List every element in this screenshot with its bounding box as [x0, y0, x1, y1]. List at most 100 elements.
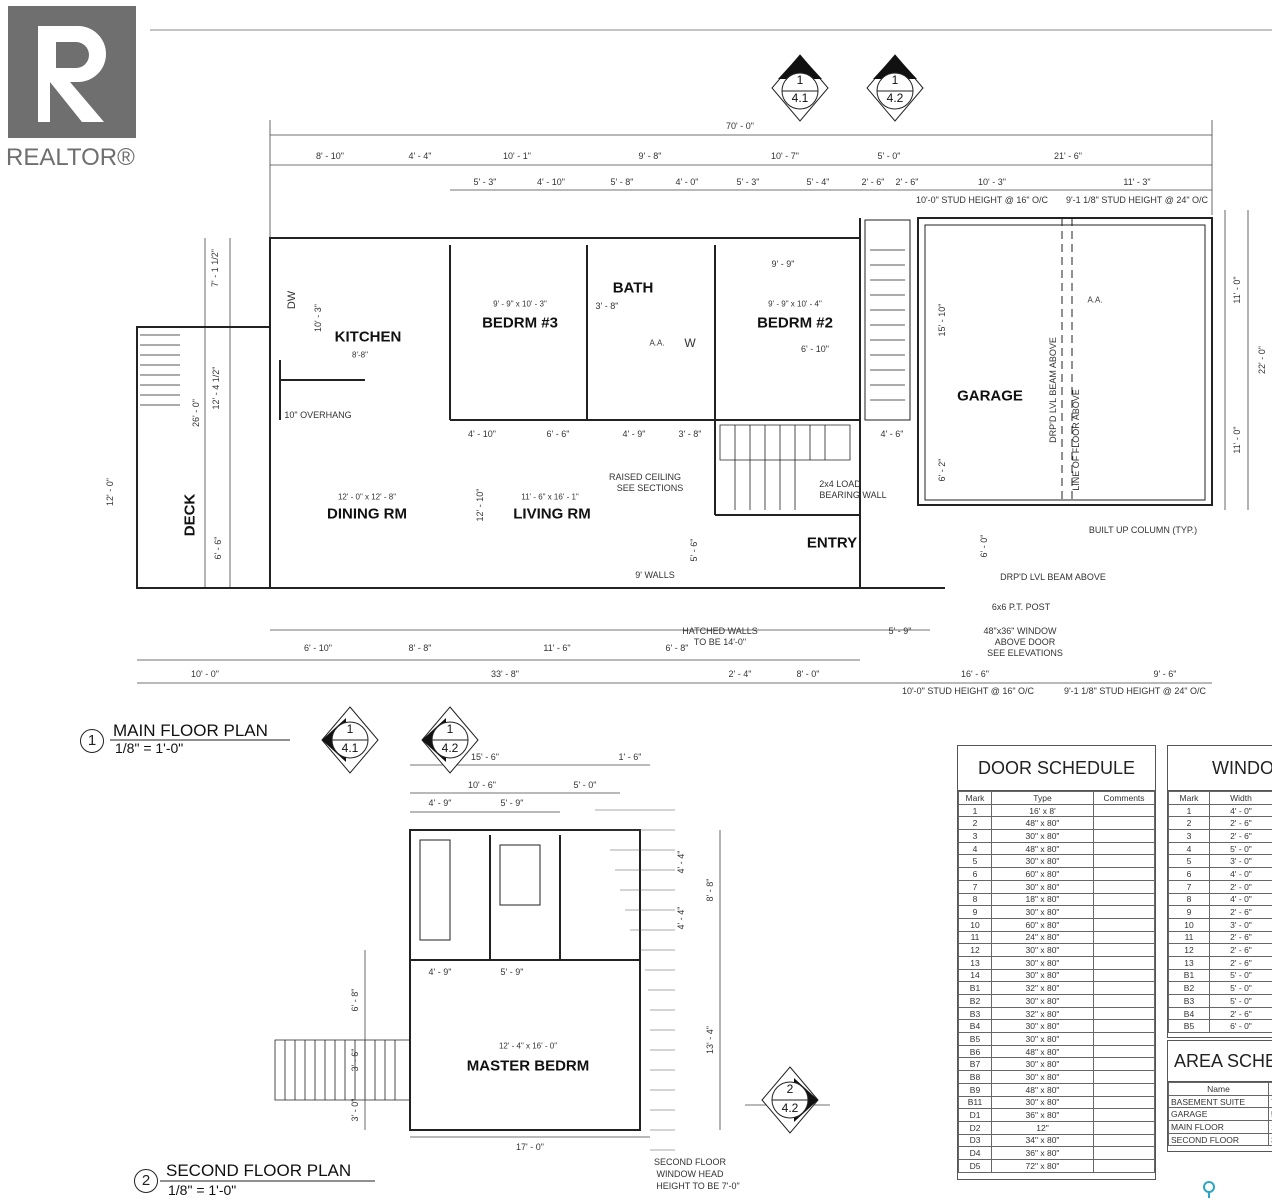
- schedules-right-clip: WINDOW SCHEDULE Mark Width 14' - 0"22' -…: [1160, 745, 1272, 1200]
- dim-bottom: 6' - 8": [665, 643, 689, 653]
- garage-beam-line: [1061, 218, 1073, 505]
- table-cell: B9: [958, 1082, 992, 1097]
- table-cell: B3: [1168, 994, 1210, 1008]
- dim-top: 5' - 3": [473, 177, 497, 187]
- dim-second: 4' - 9": [428, 798, 452, 808]
- master-dim: 12' - 4" x 16' - 0": [498, 1041, 558, 1051]
- table-cell: 48" x 80": [991, 1082, 1094, 1097]
- table-cell: 7: [958, 879, 992, 894]
- dim-second: 13' - 4": [705, 1026, 715, 1054]
- dim-top: 11' - 3": [1123, 177, 1151, 187]
- plan-number-2: 2: [134, 1169, 158, 1193]
- kitchen-dim: 8'-8": [352, 350, 368, 360]
- table-cell: 5' - 0": [1209, 994, 1272, 1008]
- room-bath: BATH: [612, 279, 654, 297]
- section-marker-second-1-4-2: 1 4.2: [420, 705, 480, 775]
- dim-bottom: 6' - 10": [304, 643, 332, 653]
- table-cell: 1: [958, 803, 992, 818]
- table-cell: 70: [1268, 1094, 1272, 1109]
- table-cell: [1093, 981, 1155, 995]
- table-cell: 1: [1168, 803, 1210, 818]
- table-cell: 5: [958, 854, 992, 869]
- table-cell: 18" x 80": [991, 892, 1094, 907]
- dim-interior: 4' - 9": [622, 429, 646, 439]
- table-cell: B8: [958, 1070, 992, 1084]
- main-plan-scale: 1/8" = 1'-0": [115, 740, 184, 756]
- table-cell: [1093, 917, 1155, 932]
- table-cell: 30" x 80": [991, 1032, 1094, 1046]
- table-cell: 4: [1168, 841, 1210, 856]
- table-cell: [1093, 1044, 1155, 1059]
- dim-bottom: 33' - 8": [491, 669, 519, 679]
- table-cell: [1093, 829, 1155, 843]
- table-cell: 30" x 80": [991, 1019, 1094, 1034]
- table-cell: 30" x 80": [991, 829, 1094, 843]
- table-cell: B2: [1168, 981, 1210, 995]
- table-cell: [1093, 867, 1155, 881]
- dim-bottom: 2' - 4": [728, 669, 752, 679]
- table-cell: 30" x 80": [991, 955, 1094, 970]
- table-cell: 24" x 80": [991, 930, 1094, 945]
- bedrm3-dim: 9' - 9" x 10' - 3": [493, 299, 547, 309]
- table-cell: 32" x 80": [991, 981, 1094, 995]
- table-cell: 3' - 0": [1209, 854, 1272, 869]
- table-row: GARAGE50: [1168, 1107, 1272, 1122]
- table-cell: 50: [1268, 1107, 1272, 1122]
- dim-second: 10' - 6": [468, 780, 496, 790]
- table-cell: 6' - 0": [1209, 1019, 1272, 1034]
- dim-interior: 3' - 8": [595, 301, 619, 311]
- col-header: Name: [1168, 1082, 1269, 1096]
- dim-bottom: 11' - 6": [543, 643, 571, 653]
- table-cell: 2: [958, 816, 992, 831]
- room-bedrm3: BEDRM #3: [482, 314, 558, 332]
- window-note: ABOVE DOOR: [994, 637, 1056, 647]
- table-cell: [1093, 892, 1155, 907]
- dim-right: 11' - 0": [1232, 276, 1242, 304]
- col-header: Mark: [1168, 791, 1210, 805]
- window-head-note: SECOND FLOOR: [653, 1157, 727, 1167]
- section-marker-second-2-4-2: 2 4.2: [760, 1065, 820, 1135]
- dim-overall: 70' - 0": [726, 121, 754, 131]
- dim-right: 11' - 0": [1232, 426, 1242, 454]
- hatched-walls-note: HATCHED WALLS: [682, 626, 758, 636]
- aa-label: A.A.: [649, 338, 665, 348]
- dim-top: 21' - 6": [1054, 151, 1082, 161]
- table-cell: 7: [1168, 879, 1210, 894]
- table-row: MAIN FLOOR11: [1168, 1120, 1272, 1134]
- table-cell: 12: [1168, 943, 1210, 957]
- table-cell: 5: [1168, 854, 1210, 869]
- beam-note: DRP'D LVL BEAM ABOVE: [1000, 572, 1106, 582]
- table-row: BASEMENT SUITE70: [1168, 1094, 1272, 1109]
- realtor-logo: REALTOR®: [6, 6, 146, 171]
- table-cell: GARAGE: [1168, 1107, 1269, 1122]
- table-cell: 72" x 80": [991, 1158, 1094, 1173]
- table-cell: [1093, 1146, 1155, 1160]
- table-cell: B6: [958, 1044, 992, 1059]
- stud-height-note: 9'-1 1/8" STUD HEIGHT @ 24" O/C: [1065, 195, 1209, 205]
- table-cell: [1093, 816, 1155, 831]
- load-bearing-note: 2x4 LOAD: [819, 479, 861, 489]
- table-cell: [1093, 968, 1155, 983]
- table-cell: MAIN FLOOR: [1168, 1120, 1269, 1134]
- dim-interior: 5' - 6": [689, 538, 699, 562]
- title-underline: [110, 739, 290, 741]
- col-header: Comments: [1093, 791, 1155, 805]
- table-cell: 3' - 0": [1209, 917, 1272, 932]
- dim-top: 4' - 0": [675, 177, 699, 187]
- dim-bottom: 16' - 6": [961, 669, 989, 679]
